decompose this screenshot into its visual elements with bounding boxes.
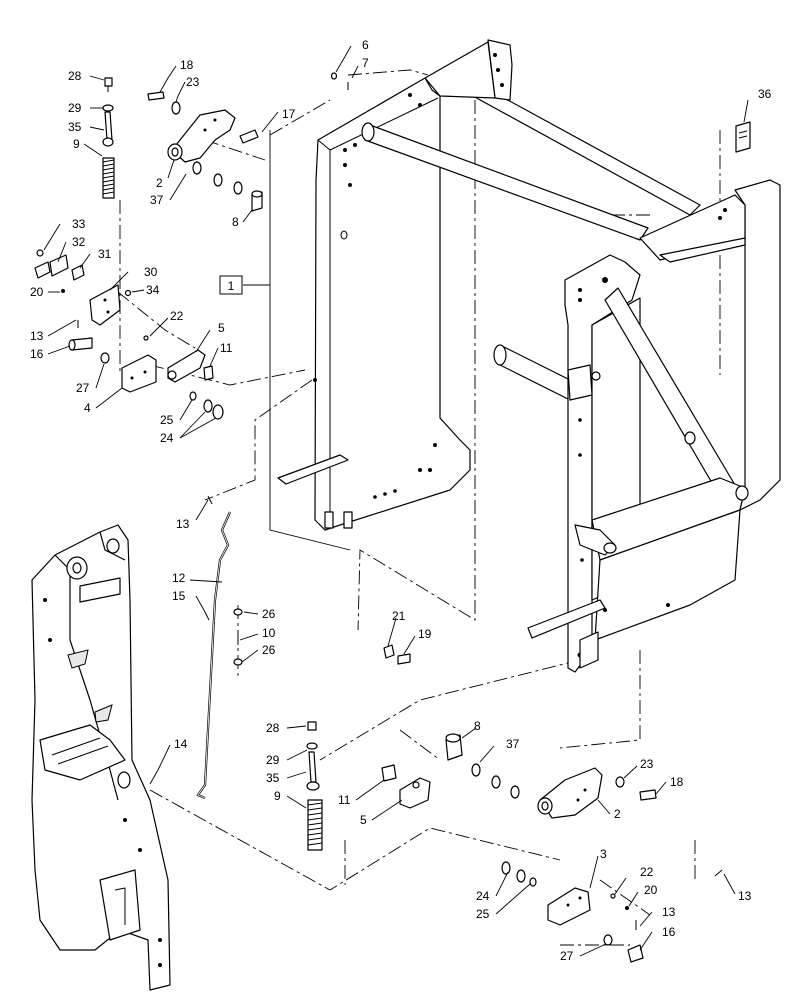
- latch-group-upper: [34, 249, 224, 420]
- callout-12: 12: [172, 571, 186, 585]
- callout-13b: 13: [176, 517, 190, 531]
- callout-18: 18: [180, 58, 194, 72]
- callout-1: 1: [228, 279, 235, 293]
- callout-26b: 26: [262, 643, 276, 657]
- callout-8b: 8: [474, 719, 481, 733]
- callout-37b: 37: [506, 737, 520, 751]
- callout-28b: 28: [266, 721, 280, 735]
- callout-37: 37: [150, 193, 164, 207]
- callout-34: 34: [146, 283, 160, 297]
- callout-24: 24: [160, 431, 174, 445]
- callout-7: 7: [362, 56, 369, 70]
- callout-15: 15: [172, 589, 186, 603]
- lower-bracket-group: [381, 733, 723, 963]
- callout-22b: 22: [640, 865, 654, 879]
- control-rod-12: [196, 495, 232, 800]
- callout-19: 19: [418, 627, 432, 641]
- callout-18b: 18: [670, 775, 684, 789]
- callout-9b: 9: [274, 789, 281, 803]
- callout-2: 2: [156, 176, 163, 190]
- callout-20b: 20: [644, 883, 658, 897]
- loader-arm: [31, 524, 171, 991]
- callout-11: 11: [220, 341, 233, 355]
- callout-23: 23: [186, 75, 200, 89]
- callout-8: 8: [232, 215, 239, 229]
- callout-16: 16: [30, 347, 44, 361]
- pivot-plate-lower: [539, 767, 603, 819]
- spring-top: [102, 157, 115, 199]
- callout-35: 35: [68, 120, 82, 134]
- rear-right-upright: [734, 179, 781, 511]
- pivot-plate-upper: [171, 109, 236, 163]
- callout-27: 27: [76, 381, 90, 395]
- callout-11b: 11: [338, 793, 351, 807]
- callout-29b: 29: [266, 753, 280, 767]
- callout-27b: 27: [560, 949, 574, 963]
- upper-spring-group: [102, 77, 115, 199]
- callout-13: 13: [30, 329, 44, 343]
- callout-25: 25: [160, 413, 174, 427]
- callout-13c: 13: [662, 905, 676, 919]
- callout-labels: 1 6 7 18 23 17 2 37 8 28 29 35 9 36 33 3…: [30, 38, 772, 963]
- callout-25b: 25: [476, 907, 490, 921]
- callout-26a: 26: [262, 607, 276, 621]
- phantom-lines: [117, 69, 721, 946]
- callout-30: 30: [144, 265, 158, 279]
- latch-bracket-30: [89, 284, 121, 326]
- callout-21: 21: [392, 609, 406, 623]
- callout-9: 9: [73, 137, 80, 151]
- callout-13d: 13: [738, 889, 752, 903]
- fastener-21-19: [383, 644, 411, 665]
- callout-5: 5: [218, 321, 225, 335]
- callout-35b: 35: [266, 771, 280, 785]
- latch-5-lower: [399, 777, 431, 809]
- callout-36: 36: [758, 87, 772, 101]
- callout-33: 33: [72, 217, 86, 231]
- lower-spring-group: [306, 721, 323, 851]
- callout-14: 14: [174, 737, 188, 751]
- callout-10: 10: [262, 626, 276, 640]
- callout-32: 32: [72, 235, 86, 249]
- callout-2b: 2: [614, 807, 621, 821]
- callout-5b: 5: [360, 813, 367, 827]
- latch-3: [547, 887, 591, 926]
- middle-tube: [499, 344, 571, 401]
- decal-36: [735, 121, 751, 153]
- callout-22: 22: [170, 309, 184, 323]
- callout-20: 20: [30, 285, 44, 299]
- callout-4: 4: [84, 401, 91, 415]
- callout-6: 6: [362, 38, 369, 52]
- callout-23b: 23: [640, 757, 654, 771]
- latch-5: [167, 349, 206, 383]
- bolt-6-7: [330, 72, 349, 90]
- main-frame: [277, 39, 781, 673]
- callout-16b: 16: [662, 925, 676, 939]
- upper-bracket-group: [147, 91, 263, 212]
- callout-3: 3: [600, 847, 607, 861]
- callout-box-1: [219, 275, 243, 295]
- callout-31: 31: [98, 247, 112, 261]
- callout-17: 17: [282, 107, 296, 121]
- callout-29: 29: [68, 101, 82, 115]
- latch-4: [121, 354, 157, 393]
- leader-lines: [43, 45, 749, 957]
- callout-24b: 24: [476, 889, 490, 903]
- callout-28: 28: [68, 69, 82, 83]
- left-side-plate: [314, 77, 471, 531]
